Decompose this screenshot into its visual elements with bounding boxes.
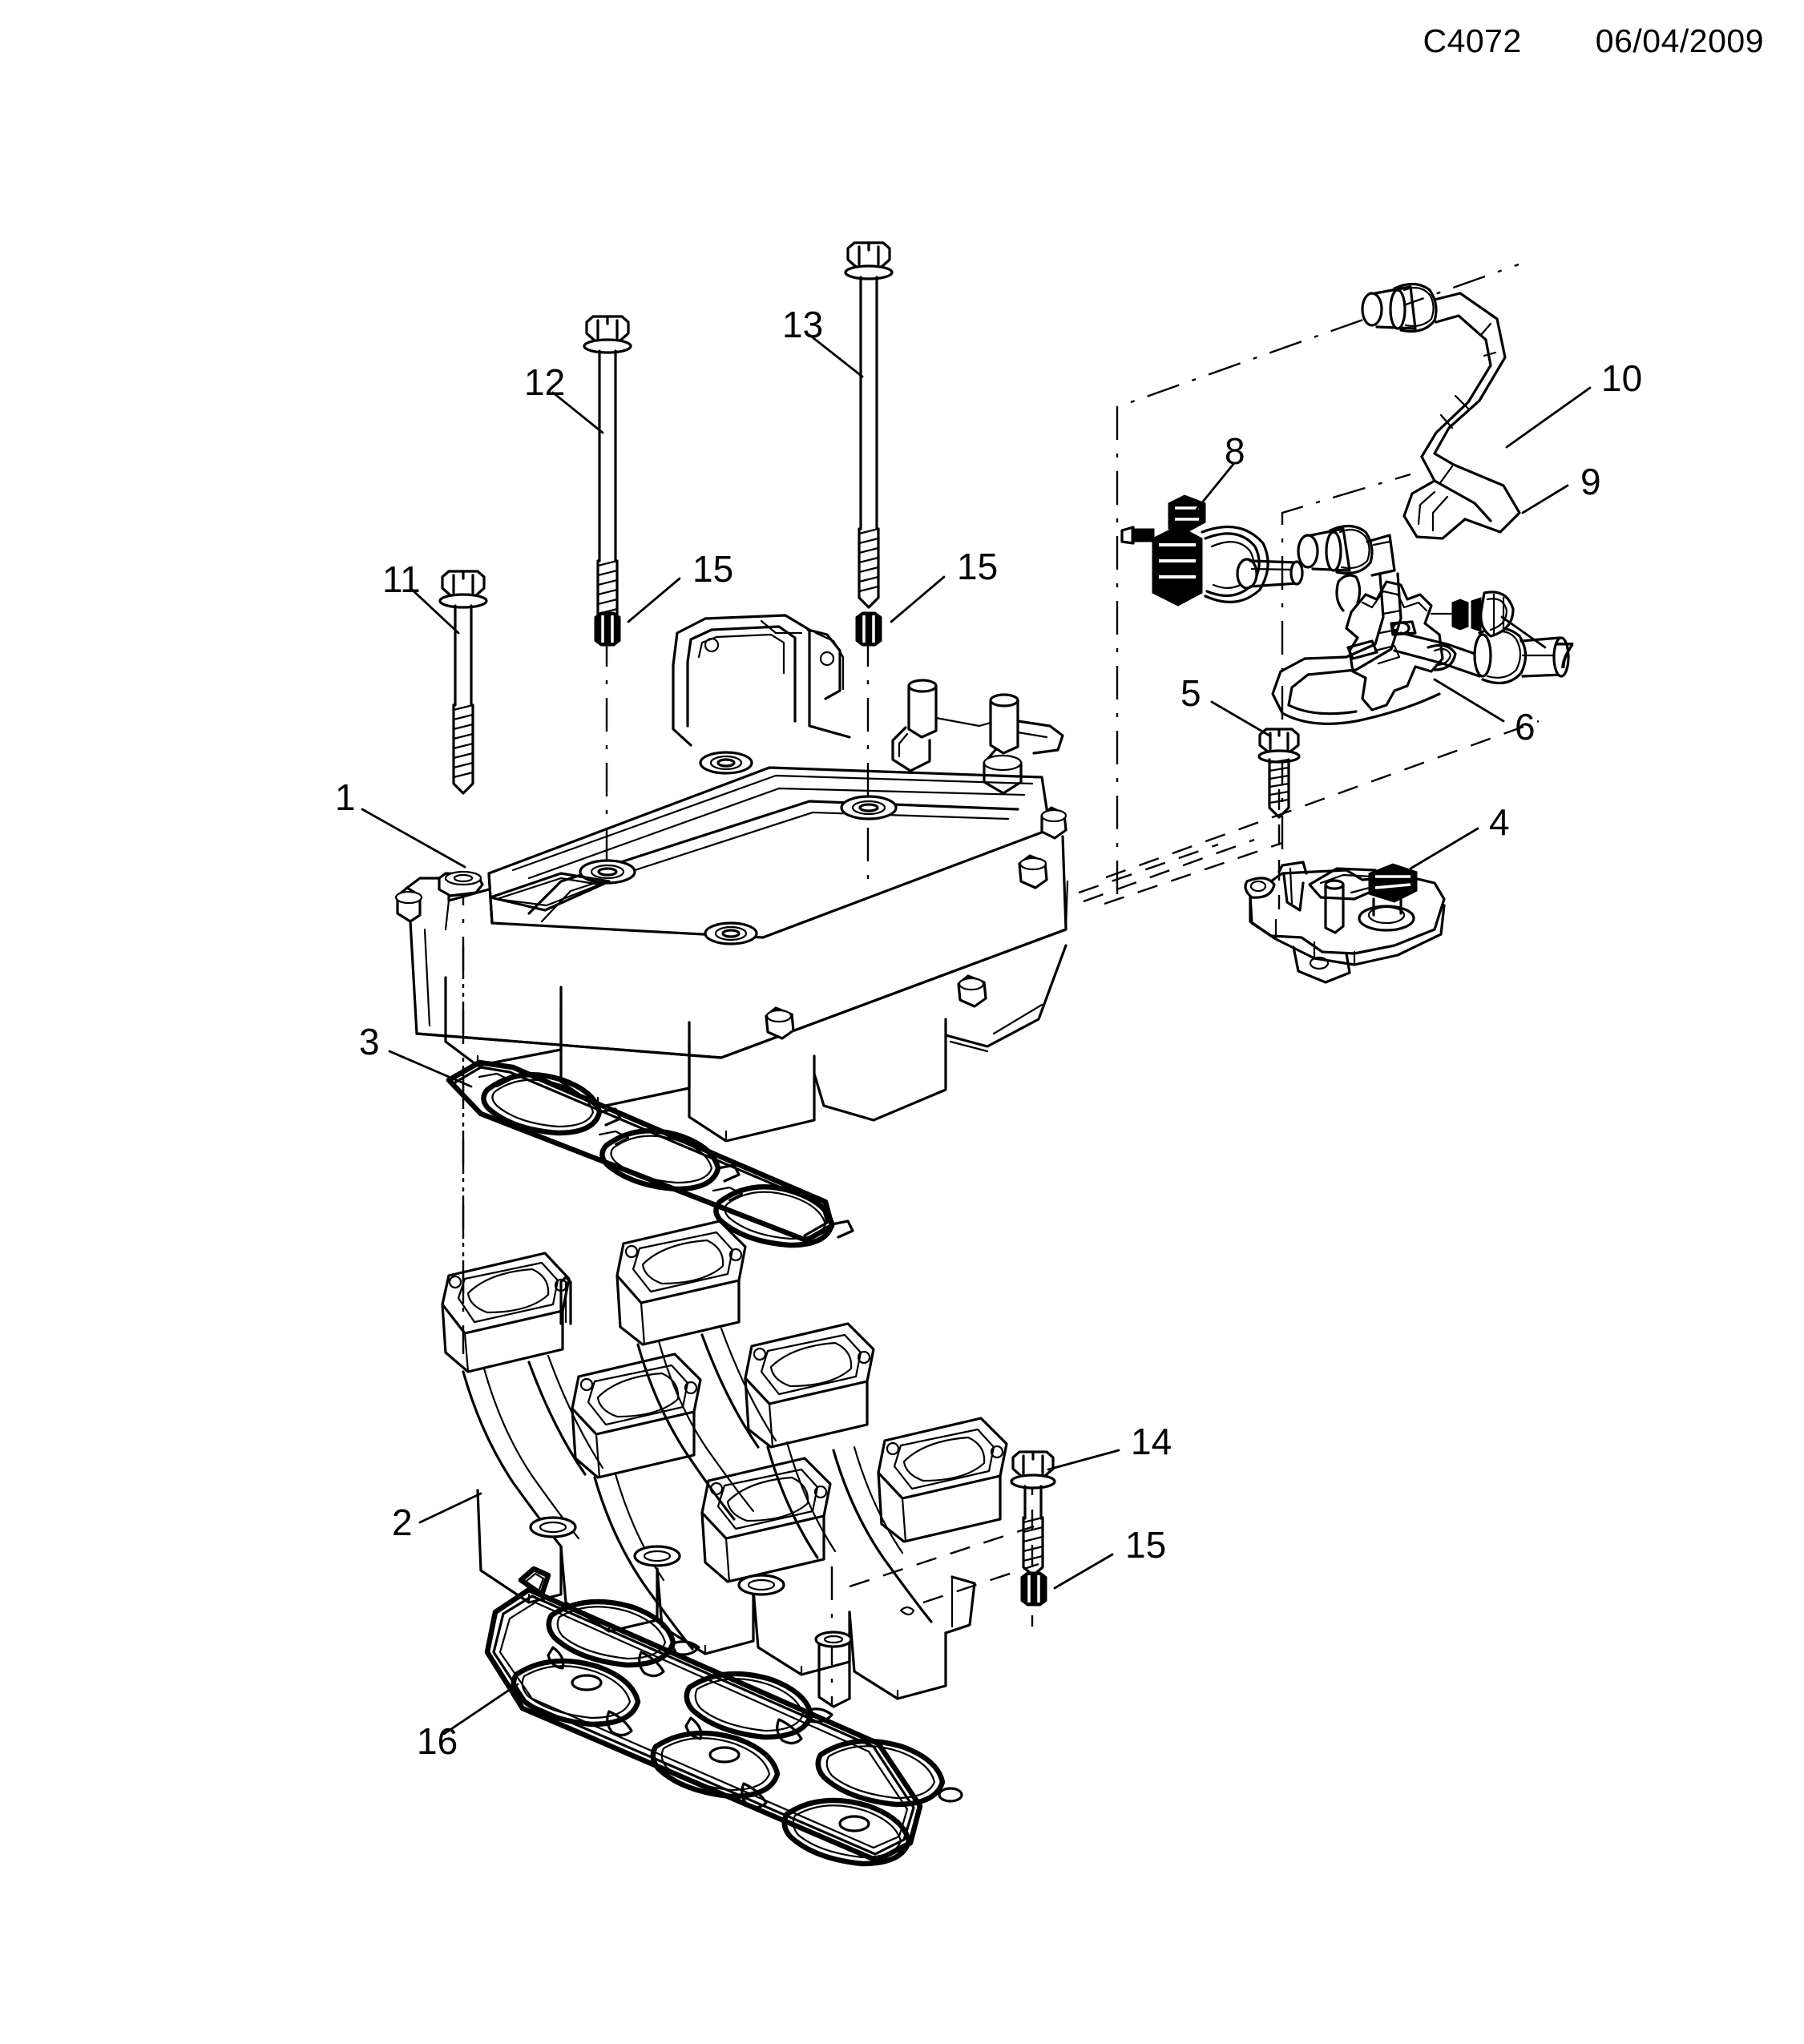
callout-8: 8 [1225,430,1245,472]
callout-15a: 15 [692,548,733,590]
callout-12: 12 [524,361,565,403]
drawing-header: C4072 06/04/2009 [1423,22,1764,60]
callout-2: 2 [392,1502,413,1543]
drawing-number: C4072 [1423,22,1522,59]
part-clip-screw [1430,591,1515,638]
callout-1: 1 [335,776,356,818]
callout-16: 16 [417,1720,458,1762]
callout-15c: 15 [1125,1524,1166,1566]
part-purge-solenoid-valve [1120,494,1304,607]
callout-9: 9 [1580,461,1601,502]
callout-13: 13 [782,304,823,345]
part-sensor-bracket [1244,861,1446,984]
part-bolt-grommet-c [1020,1571,1047,1607]
part-upper-intake-manifold [394,614,1069,1143]
callout-6: 6 [1515,706,1536,748]
leader-lines [361,333,1592,1736]
callout-15b: 15 [957,546,998,587]
drawing-date: 06/04/2009 [1595,22,1764,59]
part-bolt-grommet-a [594,611,621,647]
part-bolt-grommet-b [855,611,882,647]
callout-11: 11 [382,558,421,600]
callout-labels: 1 2 3 4 5 6 7 8 9 10 11 12 13 14 15 15 1… [335,304,1642,1762]
part-manifold-gasket-upper [446,1059,854,1248]
part-lower-manifold-bolt [1010,1450,1056,1577]
callout-14: 14 [1131,1421,1172,1462]
part-lower-intake-manifold [441,1220,1008,1708]
part-vacuum-hose-lower [1271,524,1570,725]
part-manifold-bolt-short [438,570,488,795]
part-manifold-bolt-extra-long [844,241,894,609]
part-manifold-bolt-long [583,315,632,641]
part-lower-manifold-gasket [484,1566,963,1867]
callout-7: 7 [1555,635,1576,676]
callout-4: 4 [1489,801,1510,843]
callout-5: 5 [1180,672,1201,714]
callout-10: 10 [1601,357,1642,399]
part-vacuum-hose-upper [1361,282,1521,540]
part-retainer-clip [1335,574,1457,712]
callout-3: 3 [359,1021,380,1062]
